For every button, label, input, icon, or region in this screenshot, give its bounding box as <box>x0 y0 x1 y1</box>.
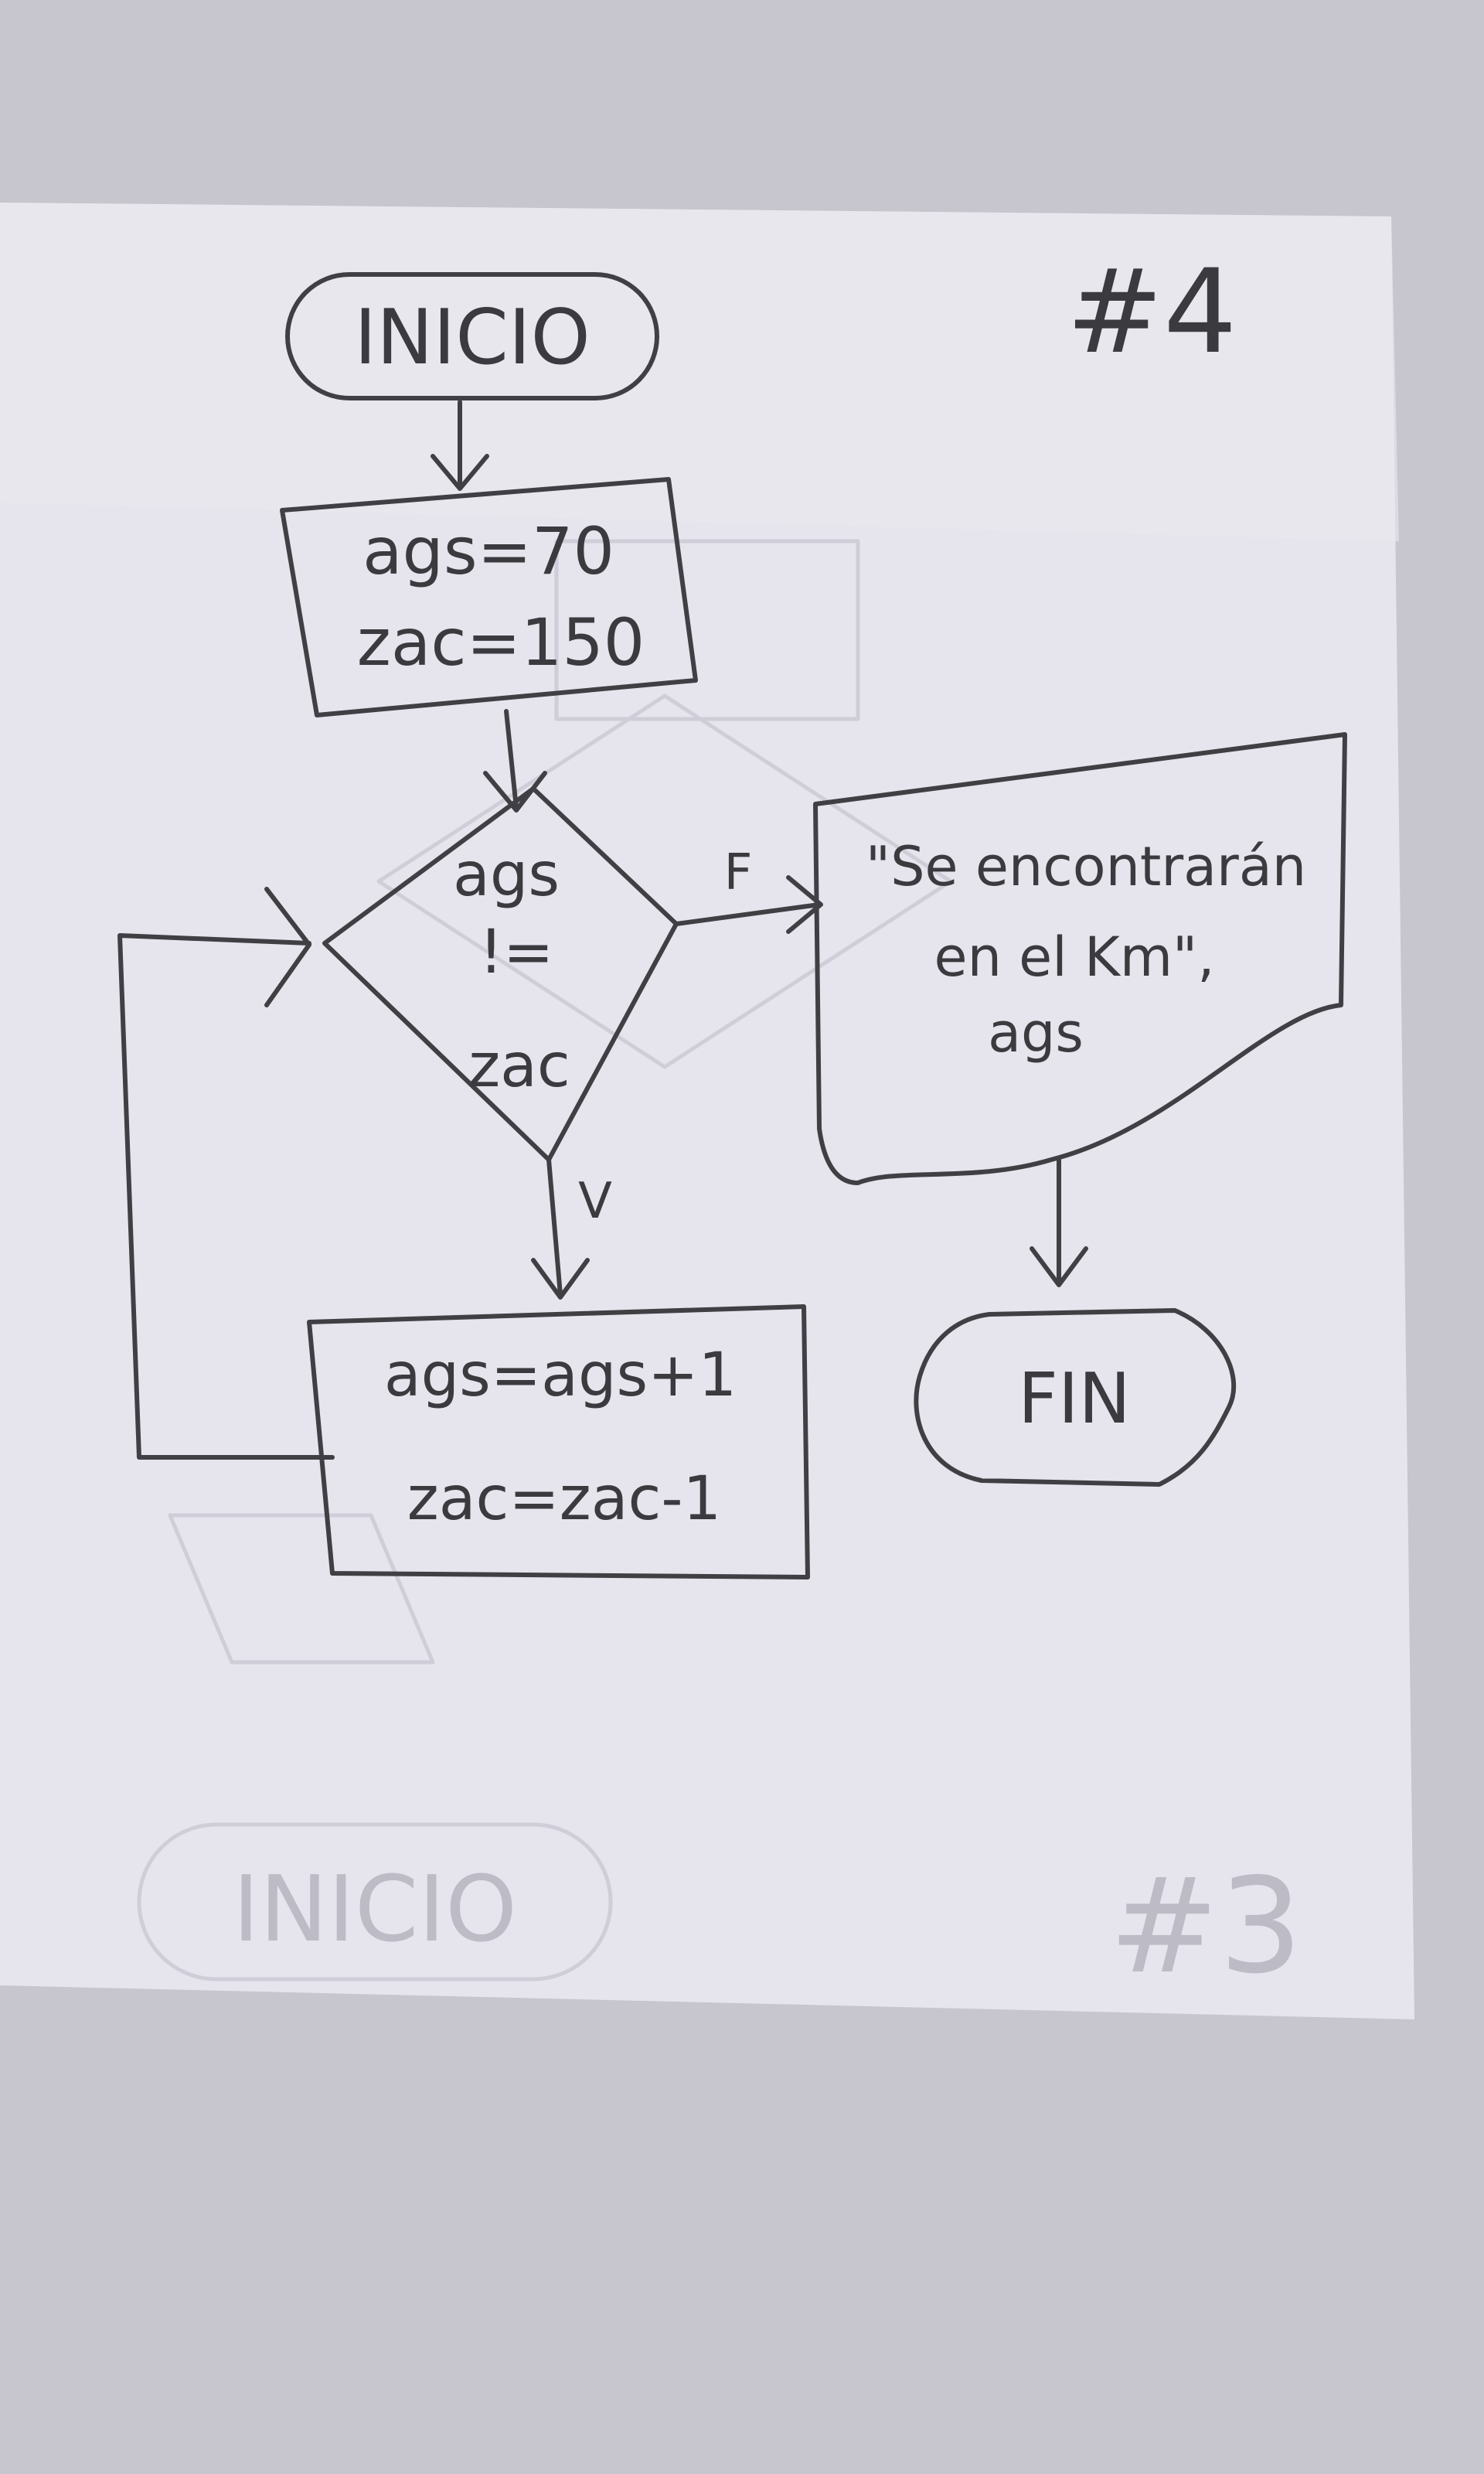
arrow-decision-false <box>674 875 823 934</box>
update-process-shape <box>307 1304 810 1579</box>
start-label: INICIO <box>354 294 591 382</box>
start-terminal: INICIO <box>285 272 659 400</box>
faint-start-label: INICIO <box>233 1855 517 1962</box>
decision-line-1: ags <box>453 840 560 910</box>
faint-start-terminal <box>137 1822 613 1982</box>
arrow-loop-back <box>117 887 335 1460</box>
init-line-1: ags=70 <box>362 513 614 589</box>
end-label: FIN <box>1018 1358 1131 1440</box>
arrow-output-to-end <box>1030 1157 1088 1287</box>
decision-line-3: zac <box>468 1031 570 1101</box>
decision-block: ags != zac F V <box>322 786 753 1230</box>
connectors <box>117 400 1088 1460</box>
update-line-1: ags=ags+1 <box>384 1341 737 1410</box>
init-line-2: zac=150 <box>357 605 645 680</box>
output-line-2: en el Km", <box>934 925 1215 989</box>
end-terminal: FIN <box>914 1308 1237 1487</box>
page-number: #4 <box>1066 245 1237 380</box>
update-process-block: ags=ags+1 zac=zac-1 <box>307 1304 810 1579</box>
paper-sheet <box>0 203 1414 2019</box>
init-process-block: ags=70 zac=150 <box>280 477 698 717</box>
arrow-init-to-decision <box>483 709 547 813</box>
start-terminal-shape <box>285 272 659 400</box>
arrow-decision-true <box>531 1157 590 1300</box>
decision-shape <box>322 786 679 1162</box>
end-terminal-shape <box>914 1308 1237 1487</box>
faint-page-number: #3 <box>1109 1850 1303 2003</box>
faint-backside: INICIO #3 <box>137 539 1303 2003</box>
decision-line-2: != <box>479 918 554 987</box>
arrow-start-to-init <box>431 400 489 491</box>
init-process-shape <box>280 477 698 717</box>
paper-highlight <box>0 203 1399 541</box>
output-line-1: "Se encontrarán <box>866 835 1306 898</box>
update-line-2: zac=zac-1 <box>407 1464 721 1534</box>
false-branch-label: F <box>724 844 753 901</box>
faint-io <box>168 1513 435 1665</box>
true-branch-label: V <box>578 1173 612 1230</box>
faint-decision <box>376 693 953 1069</box>
faint-process <box>554 539 860 721</box>
output-block: "Se encontrarán en el Km", ags <box>813 732 1347 1185</box>
output-line-3: ags <box>988 1001 1084 1065</box>
output-shape <box>813 732 1347 1185</box>
